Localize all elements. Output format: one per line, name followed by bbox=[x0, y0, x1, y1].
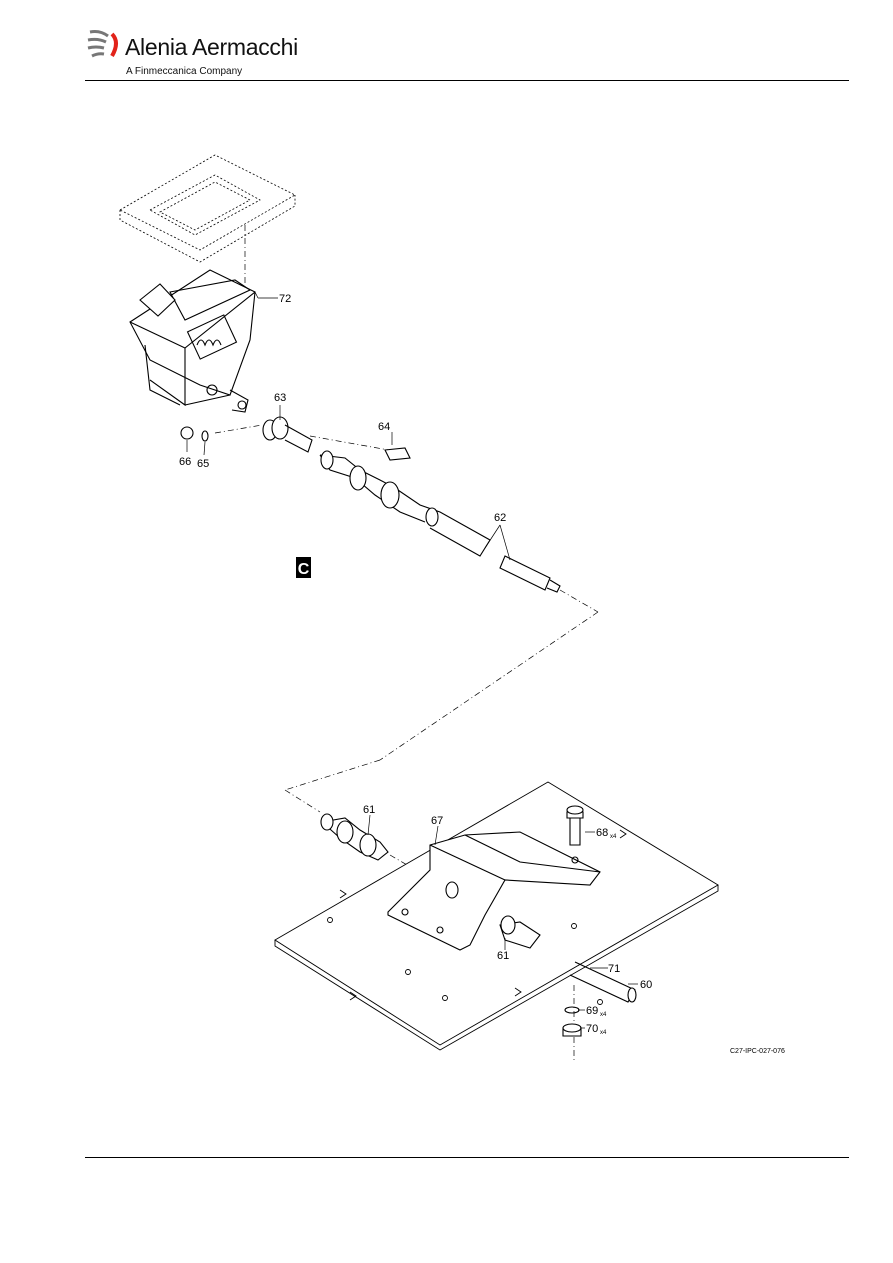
callout-63: 63 bbox=[274, 392, 286, 404]
callout-67: 67 bbox=[431, 815, 443, 827]
callout-64: 64 bbox=[378, 421, 390, 433]
callout-60: 60 bbox=[640, 979, 652, 991]
callout-68: 68 bbox=[596, 827, 608, 839]
callout-62: 62 bbox=[494, 512, 506, 524]
view-marker: C bbox=[296, 557, 311, 578]
drawing-id: C27-IPC-027-076 bbox=[730, 1048, 785, 1055]
control-quadrant bbox=[129, 269, 256, 413]
callout-66: 66 bbox=[179, 456, 191, 468]
callout-61-lower: 61 bbox=[497, 950, 509, 962]
callout-70-qty: x4 bbox=[600, 1030, 607, 1036]
callout-65: 65 bbox=[197, 458, 209, 470]
callout-69: 69 bbox=[586, 1005, 598, 1017]
footer-rule bbox=[85, 1157, 849, 1158]
view-marker-label: C bbox=[298, 561, 310, 578]
brand-name: Alenia Aermacchi bbox=[125, 34, 298, 60]
cable-assembly bbox=[180, 416, 561, 593]
hardware bbox=[320, 805, 637, 1037]
callout-68-qty: x4 bbox=[610, 834, 617, 840]
callout-61-upper: 61 bbox=[363, 804, 375, 816]
page-header: Alenia Aermacchi A Finmeccanica Company bbox=[0, 0, 893, 82]
brand-tagline: A Finmeccanica Company bbox=[126, 66, 243, 77]
callout-72: 72 bbox=[279, 293, 291, 305]
callout-69-qty: x4 bbox=[600, 1012, 607, 1018]
callout-70: 70 bbox=[586, 1023, 598, 1035]
panel-outline bbox=[119, 154, 296, 263]
support-bracket bbox=[387, 831, 601, 951]
header-rule bbox=[85, 80, 849, 81]
swoosh-logo-icon bbox=[87, 30, 118, 58]
floor-plate bbox=[274, 781, 719, 1051]
leader-lines bbox=[186, 291, 638, 1029]
callout-71: 71 bbox=[608, 963, 620, 975]
